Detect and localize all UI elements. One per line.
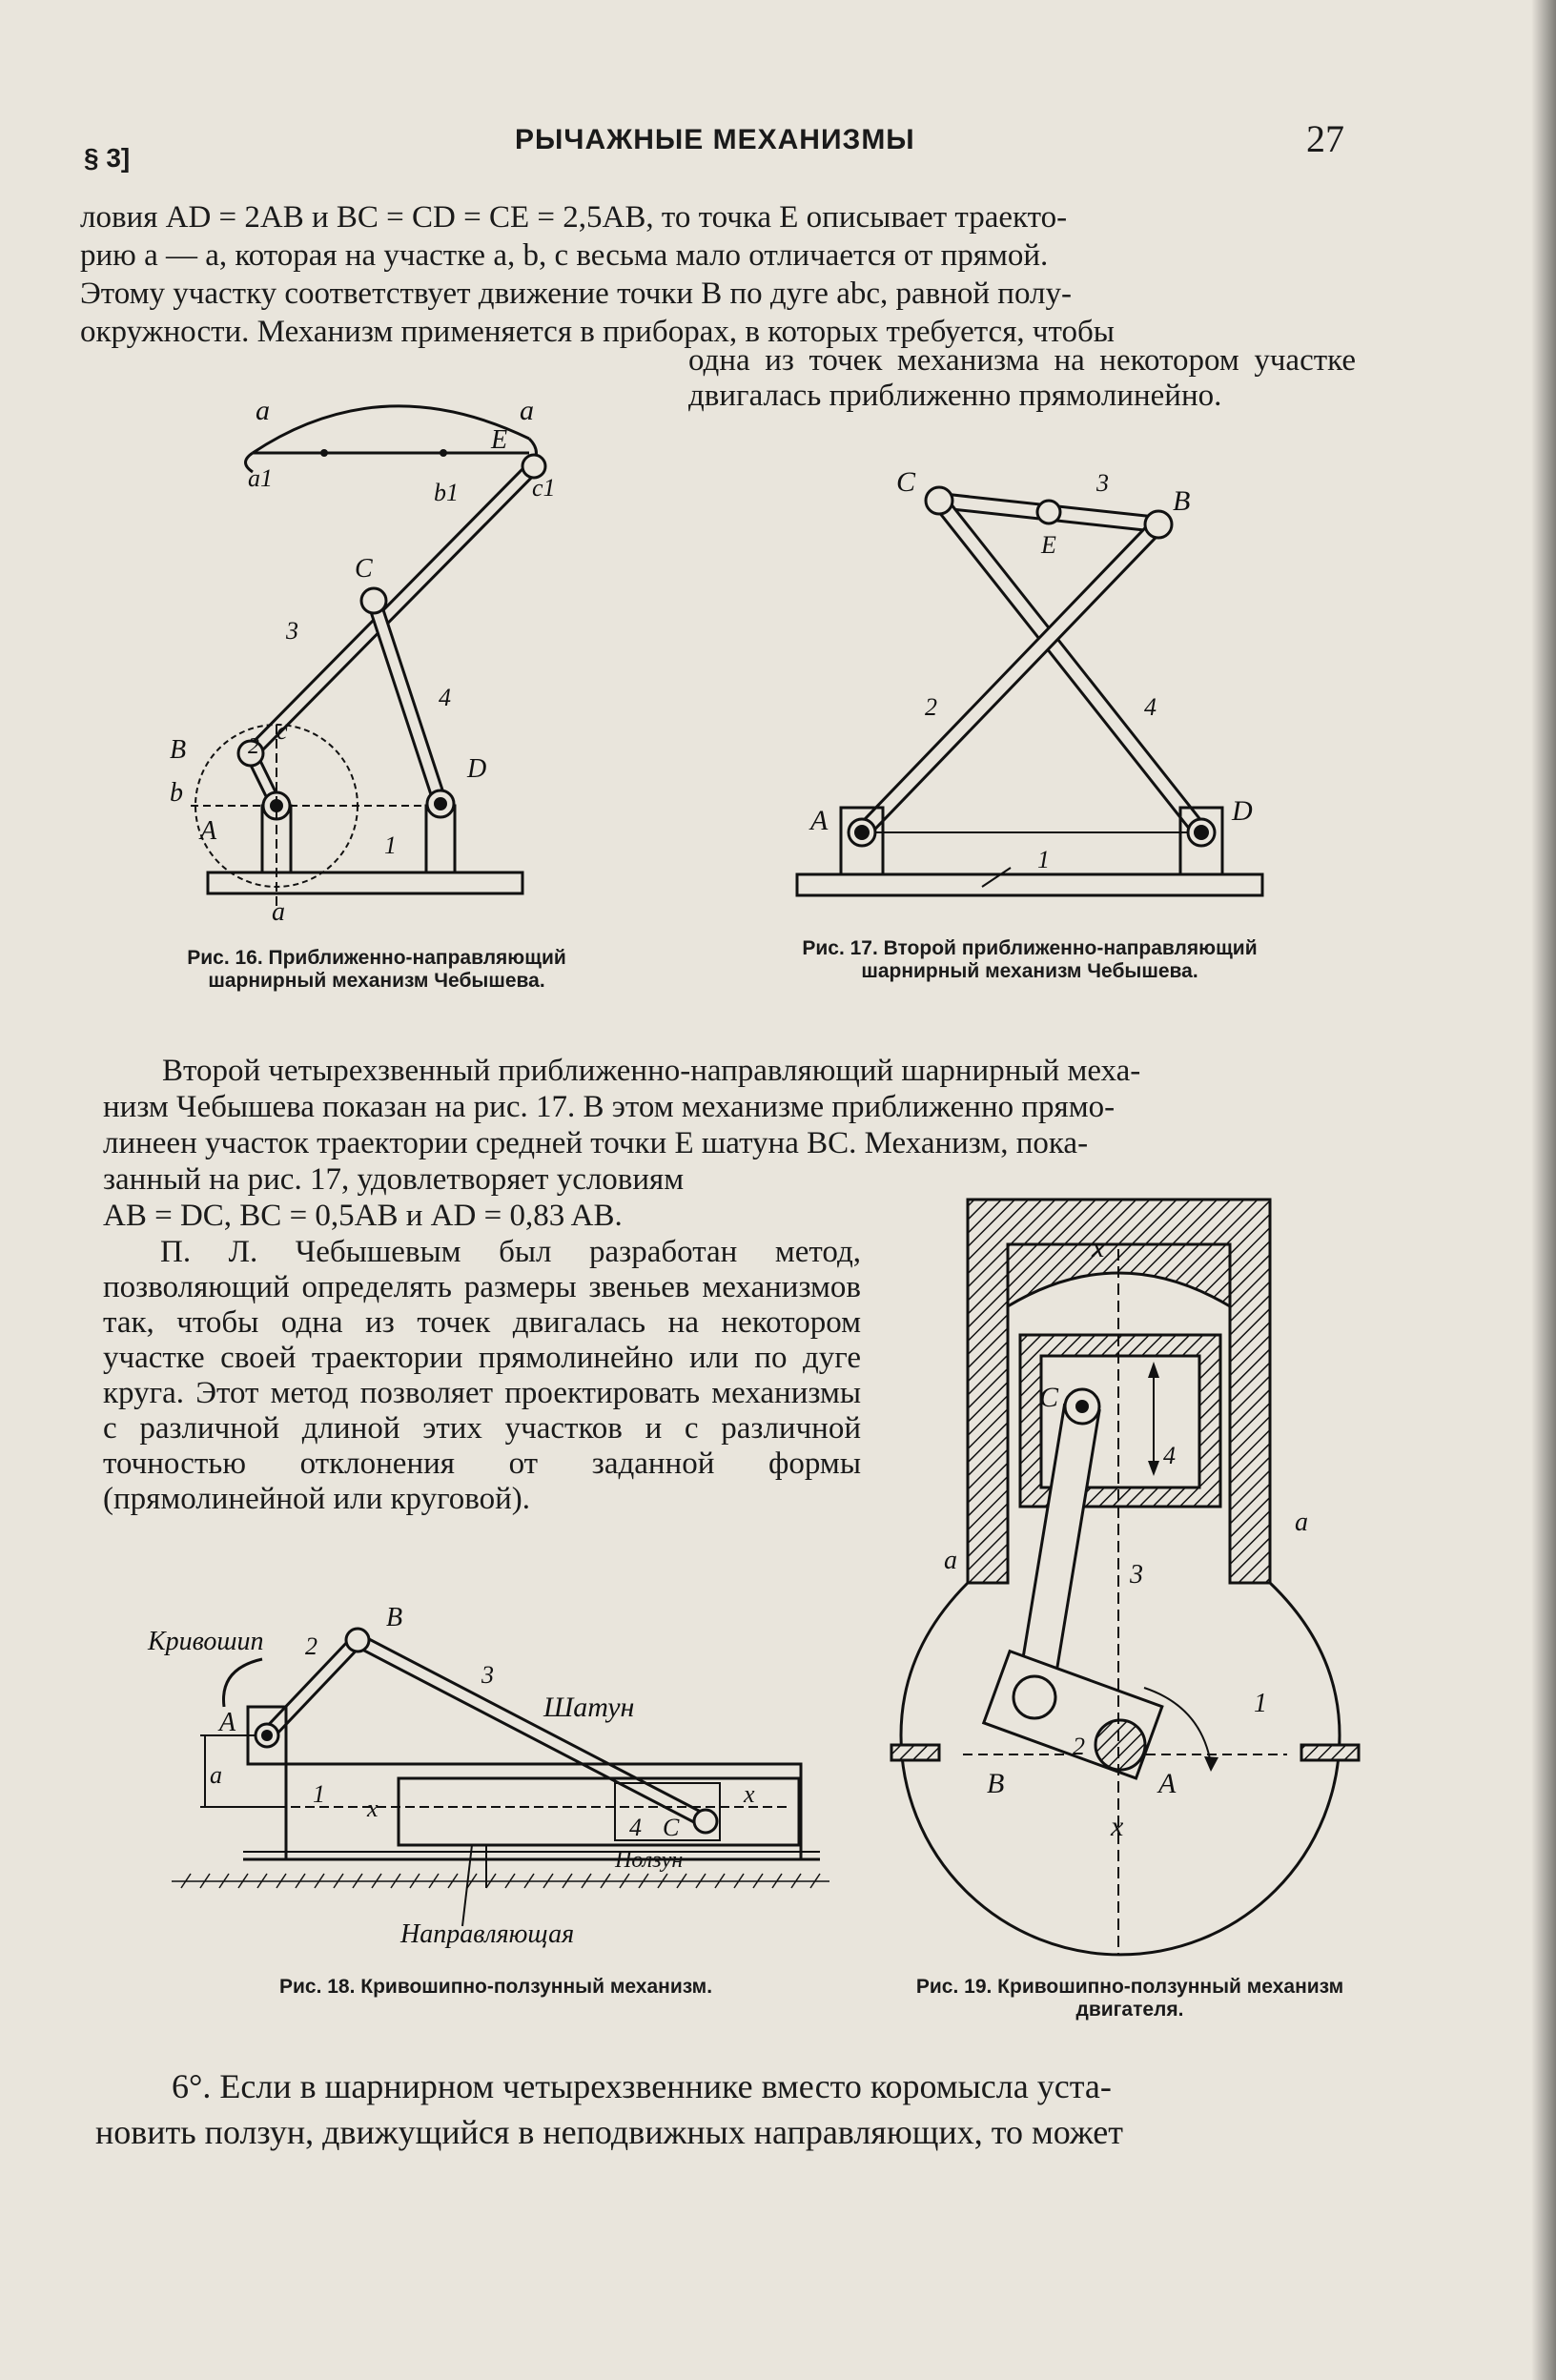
fig16-label-D: D <box>466 754 486 784</box>
fig16-label-a1: a1 <box>248 464 273 492</box>
fig18-label-C: C <box>663 1814 680 1841</box>
para4-line-1: 6°. Если в шарнирном четырехзвеннике вме… <box>172 2067 1112 2105</box>
para2-line-3: линеен участок траектории средней точки … <box>103 1126 1089 1160</box>
intro-line-4: окружности. Механизм применяется в прибо… <box>80 315 1115 349</box>
para2-line-4: занный на рис. 17, удовлетворяет условия… <box>103 1162 685 1197</box>
fig19-label-a-left: a <box>944 1546 957 1575</box>
fig16-label-a-left: a <box>256 395 270 426</box>
fig18-label-rod: Шатун <box>543 1692 634 1723</box>
fig19-label-4: 4 <box>1163 1442 1176 1469</box>
fig18-label-4: 4 <box>629 1814 642 1841</box>
para2-line-2: низм Чебышева показан на рис. 17. В этом… <box>103 1090 1116 1124</box>
fig19-caption: Рис. 19. Кривошипно-ползунный механизм д… <box>915 1976 1344 2021</box>
fig18-label-crank: Кривошип <box>147 1627 264 1656</box>
fig16-label-b: b <box>170 778 183 808</box>
fig17-label-2: 2 <box>925 693 937 721</box>
fig17-caption: Рис. 17. Второй приближенно-направляющий… <box>802 937 1258 982</box>
fig16-label-A: A <box>198 816 217 846</box>
scan-edge-shadow <box>1531 0 1556 2380</box>
fig19-label-x-top: x <box>1091 1232 1105 1263</box>
fig18-label-a: a <box>210 1761 222 1789</box>
fig17-label-1: 1 <box>1037 846 1050 873</box>
fig18-label-slider: Ползун <box>614 1848 683 1873</box>
fig16-label-4: 4 <box>439 684 451 711</box>
fig16-label-c: c <box>276 717 288 745</box>
fig18-label-guide: Направляющая <box>399 1919 574 1949</box>
fig16-label-c1: c1 <box>532 474 553 502</box>
fig16-label-a: a <box>272 897 285 927</box>
fig18-label-3: 3 <box>481 1661 494 1689</box>
fig19-label-3: 3 <box>1129 1560 1143 1590</box>
figure-19-engine-crank-slider: x C 4 a a 3 1 2 B A x <box>890 1198 1361 1957</box>
para3-text: П. Л. Чебышевым был разработан метод, по… <box>103 1235 861 1516</box>
fig16-label-3: 3 <box>285 617 298 645</box>
fig17-label-4: 4 <box>1144 693 1157 721</box>
fig18-label-x-left: x <box>366 1795 379 1822</box>
para4-line-2: новить ползун, движущийся в неподвижных … <box>95 2113 1123 2151</box>
fig17-label-A: A <box>809 805 829 836</box>
fig17-label-E: E <box>1040 531 1056 559</box>
section-number: § 3] <box>84 143 131 173</box>
fig17-label-D: D <box>1231 795 1253 827</box>
page-number: 27 <box>1306 117 1344 160</box>
fig18-label-x-right: x <box>743 1780 755 1808</box>
fig16-label-a-right: a <box>520 395 534 426</box>
para2-line-1: Второй четырехзвенный приближенно-направ… <box>162 1054 1141 1088</box>
fig19-label-C: C <box>1039 1382 1059 1413</box>
fig19-label-x-bottom: x <box>1110 1811 1124 1842</box>
running-title: РЫЧАЖНЫЕ МЕХАНИЗМЫ <box>515 124 915 155</box>
intro-line-3: Этому участку соответствует движение точ… <box>80 277 1072 311</box>
intro-line-2: рию a — a, которая на участке a, b, c ве… <box>80 238 1049 273</box>
fig19-label-1: 1 <box>1254 1689 1267 1718</box>
fig19-label-2: 2 <box>1073 1733 1085 1760</box>
fig18-label-1: 1 <box>313 1780 325 1808</box>
figure-17-chebyshev-mechanism: C 3 B E 2 4 A D 1 <box>795 466 1264 897</box>
intro-line-1: ловия AD = 2AB и BC = CD = CE = 2,5AB, т… <box>80 200 1068 235</box>
fig18-label-A: A <box>217 1708 236 1737</box>
fig17-label-B: B <box>1173 485 1190 517</box>
intro-side-text: одна из точек механизма на некотором уча… <box>688 343 1356 413</box>
fig16-caption: Рис. 16. Приближенно-направляющий шарнир… <box>187 947 566 992</box>
figure-16-chebyshev-mechanism: a a a1 b1 c1 E C 3 4 B c 2 b A D 1 a <box>170 395 553 927</box>
fig17-label-3: 3 <box>1095 469 1109 497</box>
fig16-label-B: B <box>170 735 186 765</box>
fig17-label-C: C <box>896 466 916 498</box>
fig16-label-2: 2 <box>248 734 259 759</box>
fig19-label-A: A <box>1157 1768 1177 1799</box>
fig16-label-1: 1 <box>384 831 397 859</box>
fig16-label-E: E <box>490 425 507 455</box>
fig18-caption: Рис. 18. Кривошипно-ползунный механизм. <box>278 1976 713 1998</box>
fig19-label-a-right: a <box>1295 1508 1308 1537</box>
fig16-label-b1: b1 <box>434 479 459 506</box>
fig18-label-2: 2 <box>305 1632 317 1660</box>
fig16-label-C: C <box>355 554 373 584</box>
figure-18-crank-slider: Кривошип 2 B 3 Шатун A a 1 x 4 C x Ползу… <box>147 1603 829 1949</box>
fig19-label-B: B <box>987 1768 1004 1799</box>
fig18-label-B: B <box>386 1603 402 1632</box>
para2-line-5: AB = DC, BC = 0,5AB и AD = 0,83 AB. <box>103 1199 623 1233</box>
